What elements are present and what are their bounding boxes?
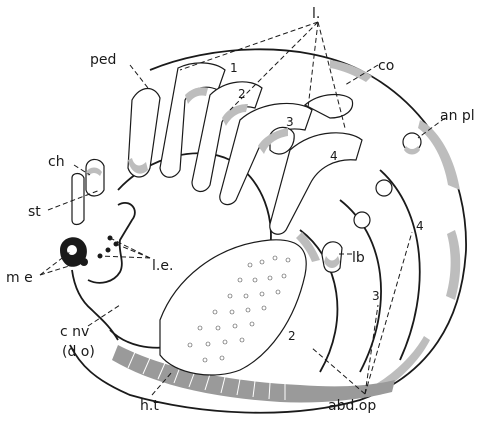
label-cnv: c nv — [60, 324, 89, 340]
label-ped: ped — [90, 52, 116, 68]
label-ch: ch — [48, 154, 65, 170]
label-ht: h.t — [140, 398, 159, 414]
label-abd-op: abd.op — [328, 398, 376, 414]
head-region — [60, 159, 135, 340]
label-lb: lb — [352, 250, 365, 266]
numeral-abd-2: 2 — [288, 329, 296, 343]
label-do: (d o) — [62, 344, 95, 360]
numeral-abd-3: 3 — [372, 289, 380, 303]
label-co: co — [378, 58, 394, 74]
numeral-abd-4: 4 — [416, 219, 424, 233]
label-le: l.e. — [152, 258, 173, 274]
label-l: l. — [312, 6, 320, 22]
numeral-leg-3: 3 — [286, 115, 294, 129]
label-an-pl: an pl — [440, 108, 475, 124]
numeral-leg-2: 2 — [238, 87, 246, 101]
numeral-leg-4: 4 — [330, 149, 338, 163]
numeral-leg-1: 1 — [230, 61, 238, 75]
label-st: st — [28, 204, 41, 220]
label-me: m e — [6, 270, 33, 286]
dotted-plate — [160, 240, 306, 375]
